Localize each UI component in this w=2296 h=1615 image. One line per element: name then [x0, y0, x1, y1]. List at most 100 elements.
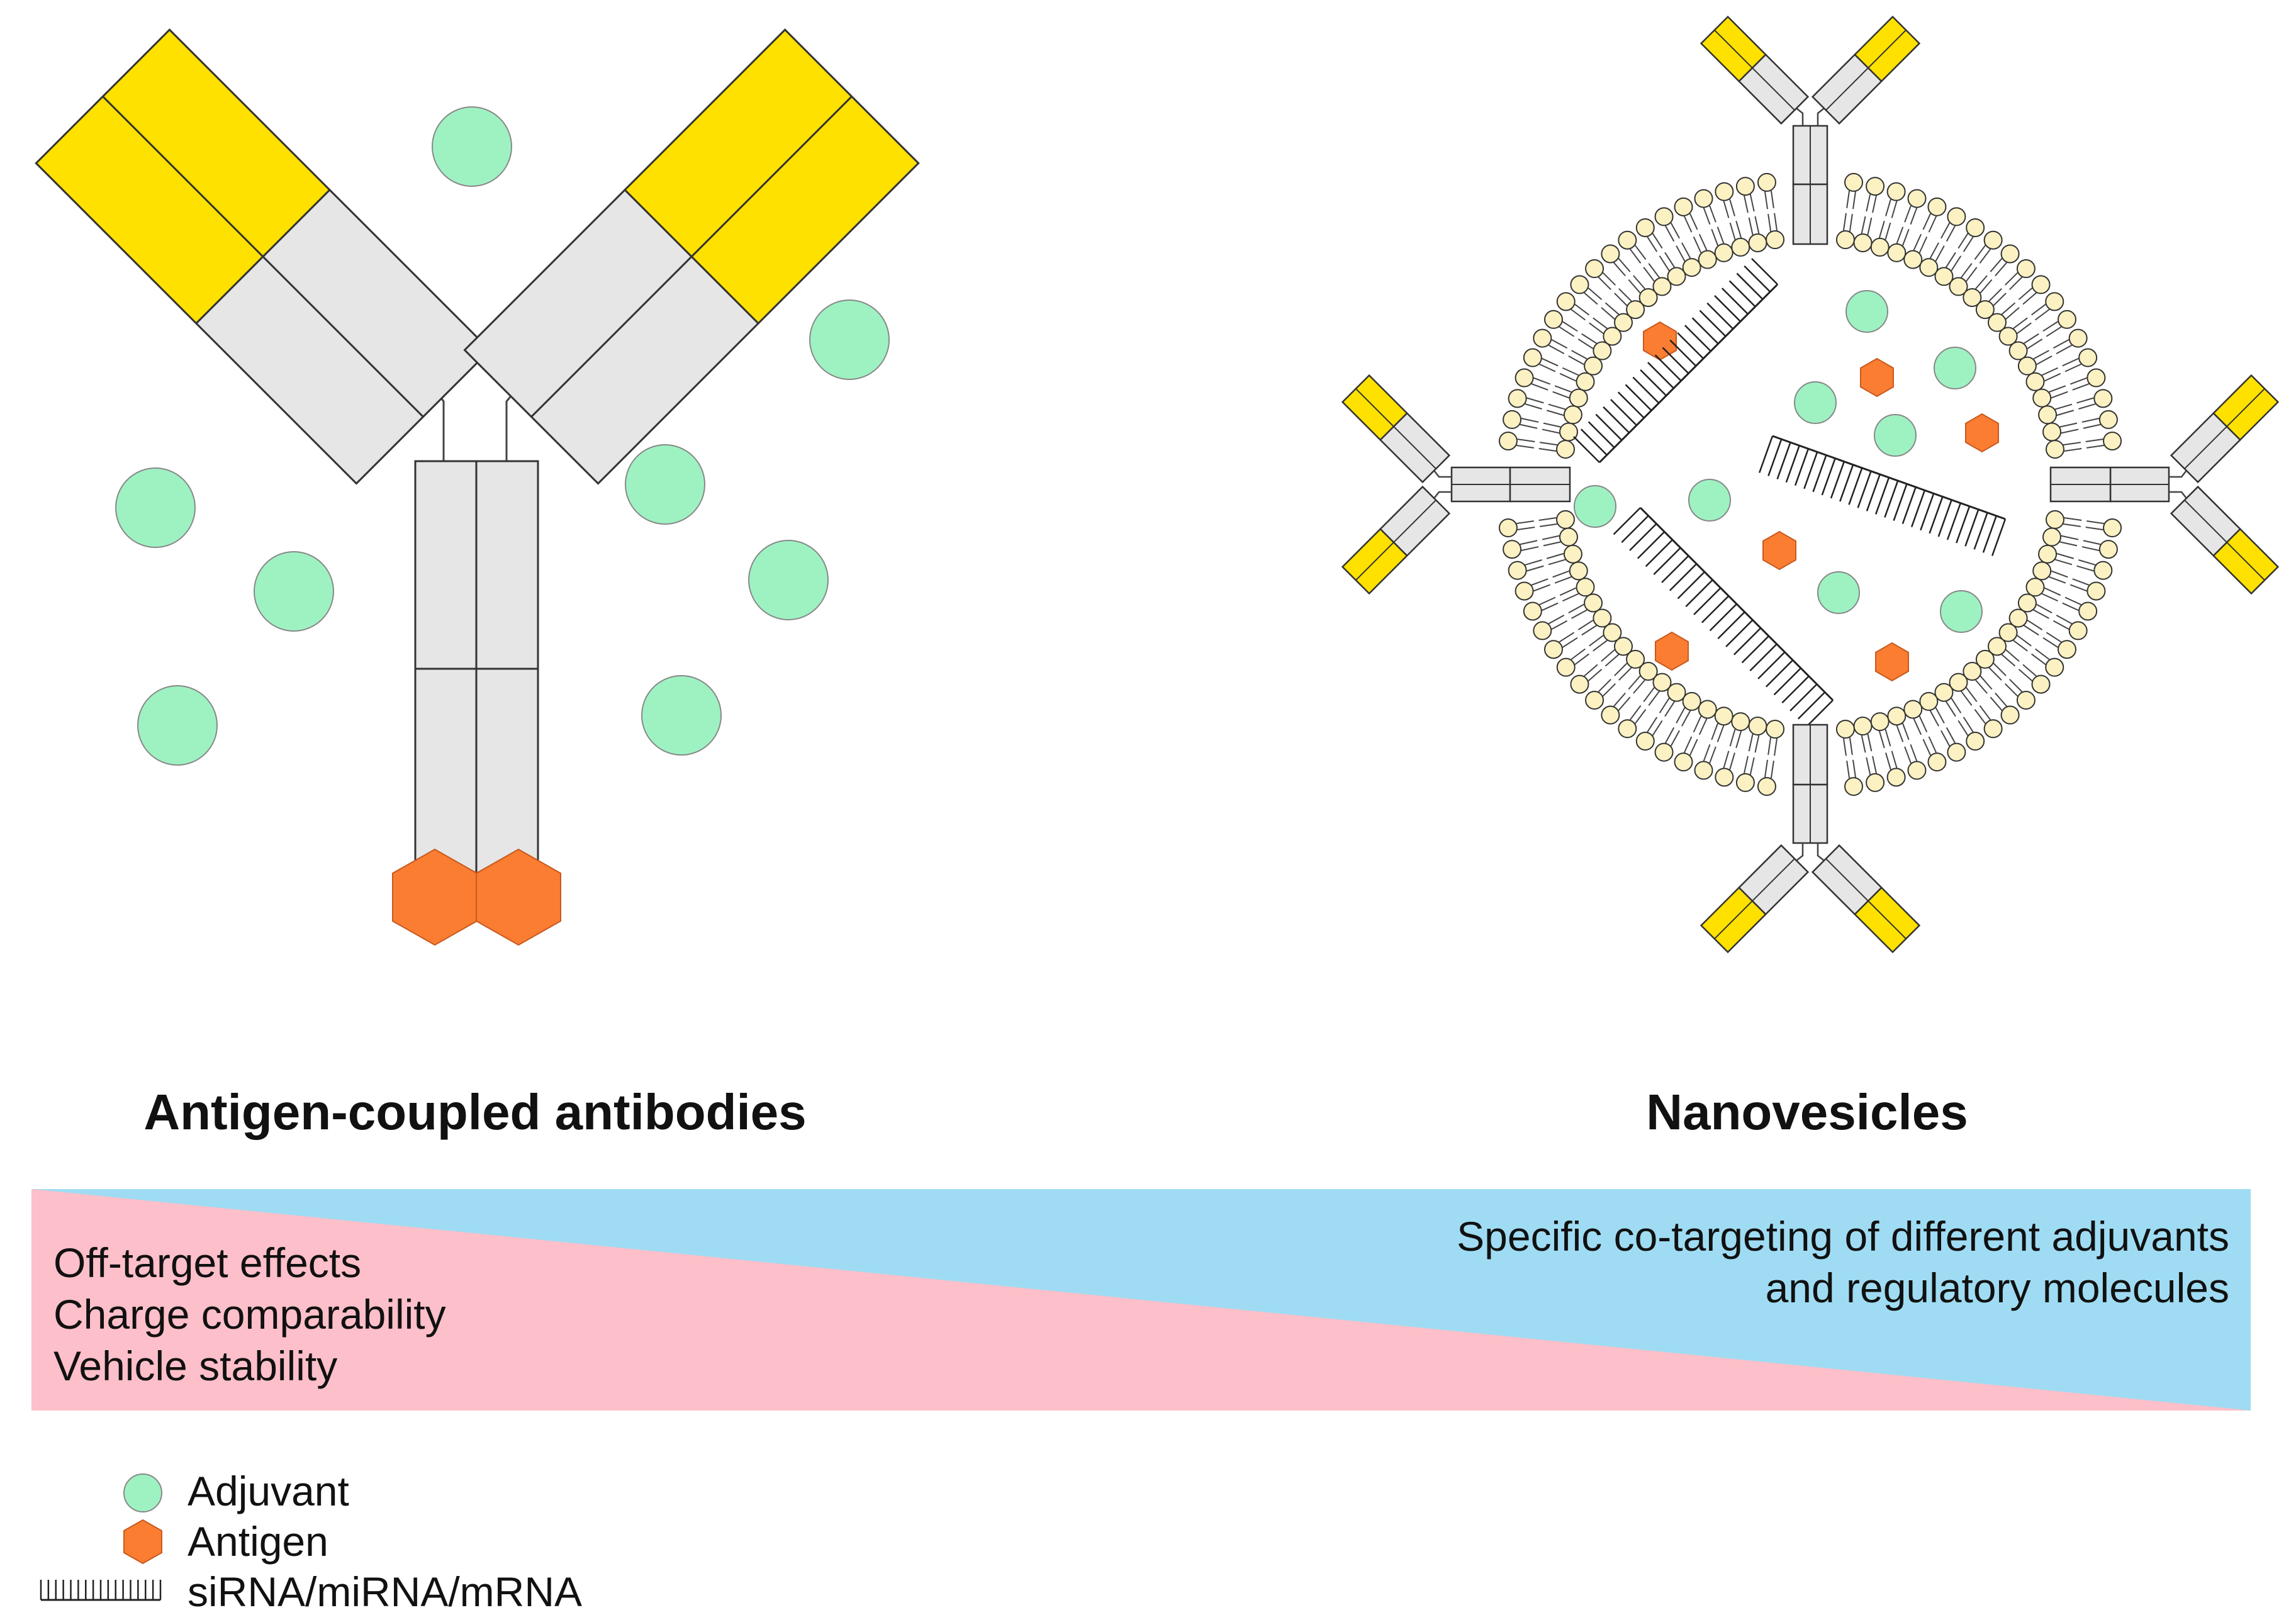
lipid-tail	[1990, 258, 2003, 272]
lipid-tail	[1993, 662, 2007, 676]
lipid-tail	[2041, 593, 2059, 602]
title-antibodies: Antigen-coupled antibodies	[143, 1084, 806, 1140]
surface-antibody-arm	[1341, 485, 1451, 595]
lipid-tail	[1729, 752, 1735, 770]
lipid-tail	[1539, 363, 1556, 372]
antigen-hexagon	[1655, 631, 1689, 671]
lipid-tail	[2005, 649, 2020, 662]
adjuvant-circle	[1817, 571, 1860, 614]
lipid-tail	[1904, 746, 1912, 764]
lipid-tail	[1543, 422, 1561, 428]
lipid-tail	[1614, 293, 1628, 306]
lipid-head	[1652, 277, 1672, 296]
lipid-tail	[1516, 520, 1534, 525]
rna-comb-tooth	[1661, 555, 1689, 583]
lipid-tail	[1689, 213, 1698, 230]
lipid-tail	[1581, 333, 1597, 344]
lipid-tail	[1849, 737, 1853, 756]
lipid-tail	[1711, 723, 1719, 740]
rna-comb-tooth	[1637, 531, 1666, 559]
adjuvant-circle	[1940, 590, 1983, 633]
lipid-tail	[1593, 640, 1608, 652]
lipid-head	[1714, 243, 1733, 262]
lipid-head	[1503, 410, 1522, 429]
lipid-tail	[2009, 276, 2023, 290]
lipid-tail	[1693, 236, 1702, 254]
lipid-tail	[1546, 410, 1564, 416]
lipid-tail	[1559, 326, 1575, 337]
lipid-tail	[1966, 267, 1978, 282]
lipid-tail	[2049, 385, 2066, 393]
lipid-tail	[1729, 729, 1736, 747]
lipid-tail	[1774, 738, 1778, 756]
lipid-head	[2098, 410, 2118, 429]
lipid-head	[1654, 207, 1674, 226]
lipid-tail	[2024, 625, 2039, 636]
lipid-tail	[2081, 546, 2100, 551]
lipid-tail	[1629, 249, 1642, 264]
lipid-tail	[1546, 552, 1564, 559]
antibody-adjuvants	[115, 106, 890, 766]
lipid-tail	[1729, 222, 1736, 240]
rna-comb-tooth	[1717, 611, 1745, 640]
rna-comb-tooth	[1632, 376, 1660, 404]
lipid-tail	[1979, 705, 1991, 720]
lipid-head	[1714, 707, 1733, 726]
lipid-tail	[1648, 691, 1660, 706]
lipid-tail	[2005, 683, 2019, 697]
lipid-tail	[1922, 739, 1932, 756]
lipid-head	[2000, 705, 2020, 725]
lipid-tail	[2005, 307, 2020, 320]
lipid-tail	[1966, 687, 1978, 702]
rna-comb-tooth	[1736, 272, 1764, 300]
lipid-head	[1934, 267, 1954, 286]
lipid-tail	[2083, 423, 2101, 429]
lipid-tail	[1681, 242, 1691, 259]
lipid-tail	[2059, 422, 2078, 428]
lipid-head	[2086, 581, 2106, 601]
lipid-tail	[1861, 216, 1866, 234]
lipid-tail	[2051, 570, 2068, 578]
rna-comb-tooth	[1956, 506, 1971, 544]
lipid-head	[1543, 640, 1563, 659]
lipid-tail	[1846, 190, 1851, 208]
adjuvant-circle	[1874, 414, 1917, 457]
rna-comb-tooth	[1640, 369, 1667, 396]
lipid-head	[1949, 673, 1968, 692]
rna-comb-tooth	[1901, 486, 1917, 525]
lipid-head	[2093, 389, 2113, 408]
rna-comb-tooth	[1937, 500, 1952, 537]
lipid-tail	[2069, 584, 2087, 592]
legend-label-adjuvant: Adjuvant	[188, 1468, 349, 1514]
lipid-tail	[1961, 691, 1973, 706]
lipid-tail	[1670, 222, 1680, 239]
adjuvant-circle	[1845, 290, 1888, 333]
antibody-left-arm	[35, 28, 491, 485]
lipid-tail	[1542, 602, 1559, 612]
lipid-tail	[1520, 540, 1538, 545]
rna-comb-tooth	[1588, 421, 1615, 449]
lipid-tail	[1918, 715, 1928, 733]
lipid-tail	[1542, 535, 1560, 540]
lipid-tail	[1957, 720, 1969, 736]
antigen-hexagon	[1762, 530, 1796, 571]
rna-comb-tooth	[1654, 354, 1682, 382]
rna-comb-tooth	[1982, 515, 1997, 553]
surface-antibody-arm	[1811, 844, 1921, 954]
lipid-tail	[2085, 439, 2103, 442]
surface-antibody-arm-divider	[1825, 30, 1907, 111]
lipid-bilayer	[1498, 172, 2122, 796]
lipid-tail	[1940, 222, 1951, 239]
rna-comb-tooth	[1830, 461, 1845, 499]
lipid-tail	[2009, 679, 2023, 693]
rna-comb-tooth	[1749, 643, 1778, 672]
lipid-tail	[2054, 559, 2073, 566]
lipid-head	[2045, 292, 2064, 311]
lipid-tail	[1670, 730, 1680, 747]
lipid-tail	[1588, 669, 1603, 681]
lipid-tail	[1571, 308, 1586, 321]
lipid-head	[2045, 657, 2064, 677]
lipid-tail	[1618, 667, 1632, 681]
lipid-tail	[1995, 692, 2007, 707]
lipid-tail	[1613, 692, 1626, 707]
